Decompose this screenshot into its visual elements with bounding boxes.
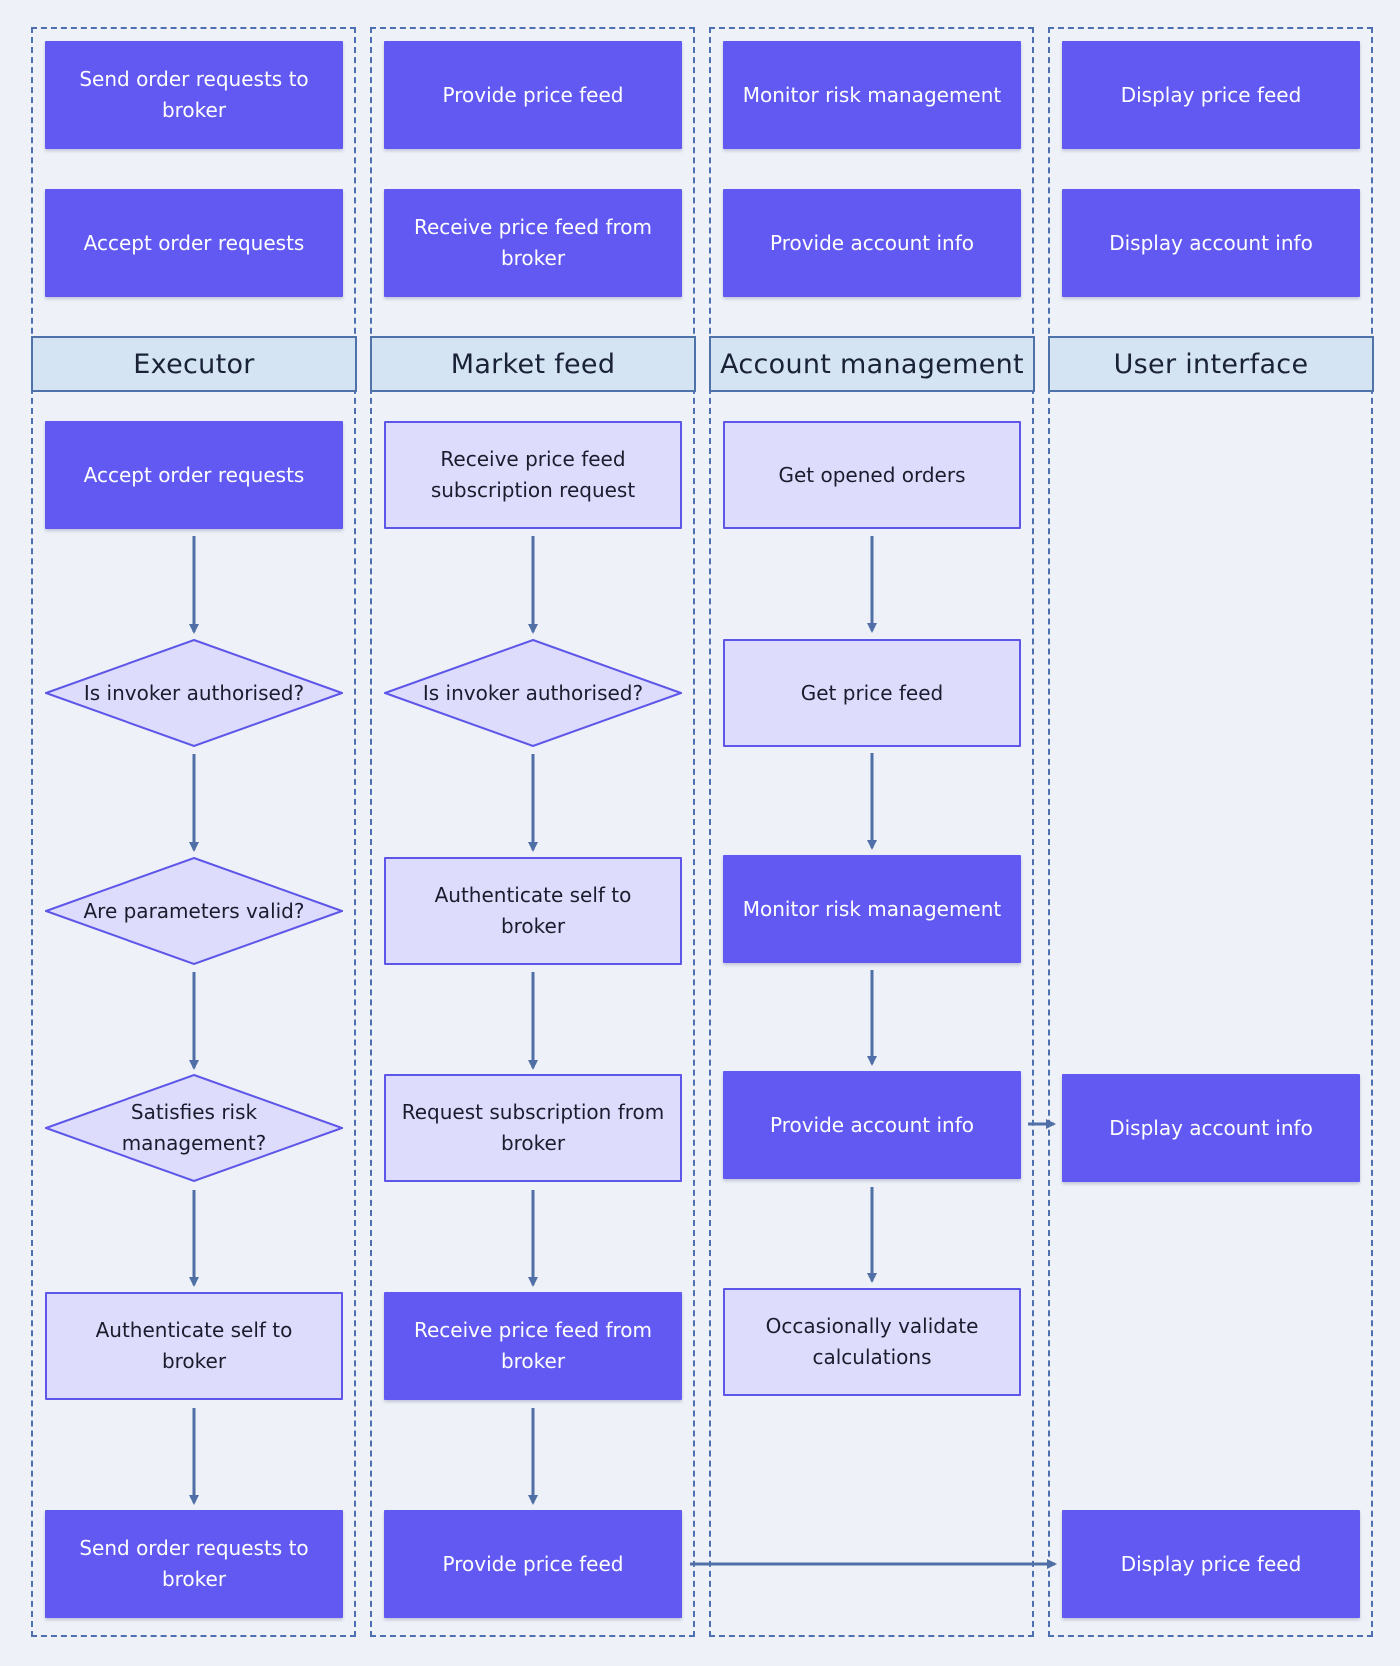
node-label: Display account info xyxy=(1109,230,1313,255)
node-ui-legend-display-price[interactable]: Display price feed xyxy=(1062,41,1360,149)
lane-header-executor: Executor xyxy=(31,336,357,392)
node-label: Send order requests to broker xyxy=(79,1536,309,1591)
diamond-shape xyxy=(45,857,343,965)
lane-header-account-management: Account management xyxy=(709,336,1035,392)
lane-executor xyxy=(31,27,356,1637)
node-label: Provide account info xyxy=(769,230,975,255)
lane-header-market-feed: Market feed xyxy=(370,336,696,392)
decision-market-authorised[interactable]: Is invoker authorised? xyxy=(384,639,682,747)
node-account-monitor[interactable]: Monitor risk management xyxy=(723,855,1021,963)
lane-user-interface xyxy=(1048,27,1373,1637)
node-market-legend-receive[interactable]: Receive price feed from broker xyxy=(384,189,682,297)
decision-executor-params[interactable]: Are parameters valid? xyxy=(45,857,343,965)
node-market-receive[interactable]: Receive price feed from broker xyxy=(384,1292,682,1400)
node-label: Provide price feed xyxy=(442,1551,624,1576)
diamond-shape xyxy=(45,1074,343,1182)
node-account-validate[interactable]: Occasionally validate calculations xyxy=(723,1288,1021,1396)
node-label: Satisfies risk management? xyxy=(121,1100,267,1155)
node-executor-auth-broker[interactable]: Authenticate self to broker xyxy=(45,1292,343,1400)
node-label: Send order requests to broker xyxy=(79,67,309,122)
diamond-shape xyxy=(45,639,343,747)
node-label: Authenticate self to broker xyxy=(95,1318,293,1373)
node-label: Get opened orders xyxy=(778,462,966,487)
node-executor-legend-send[interactable]: Send order requests to broker xyxy=(45,41,343,149)
node-label: Get price feed xyxy=(800,680,944,705)
node-ui-display-account[interactable]: Display account info xyxy=(1062,1074,1360,1182)
node-market-subscription-request[interactable]: Receive price feed subscription request xyxy=(384,421,682,529)
node-label: Monitor risk management xyxy=(742,896,1002,921)
node-ui-legend-display-account[interactable]: Display account info xyxy=(1062,189,1360,297)
node-label: Receive price feed from broker xyxy=(413,1318,653,1373)
node-label: Is invoker authorised? xyxy=(83,680,305,705)
node-label: Display price feed xyxy=(1120,82,1302,107)
node-account-price-feed[interactable]: Get price feed xyxy=(723,639,1021,747)
node-market-legend-provide[interactable]: Provide price feed xyxy=(384,41,682,149)
node-market-provide[interactable]: Provide price feed xyxy=(384,1510,682,1618)
node-label: Accept order requests xyxy=(83,230,305,255)
node-executor-send[interactable]: Send order requests to broker xyxy=(45,1510,343,1618)
node-label: Display account info xyxy=(1109,1115,1313,1140)
lane-account-management xyxy=(709,27,1034,1637)
node-label: Display price feed xyxy=(1120,1551,1302,1576)
node-label: Monitor risk management xyxy=(742,82,1002,107)
lane-market-feed xyxy=(370,27,695,1637)
node-account-legend-provide[interactable]: Provide account info xyxy=(723,189,1021,297)
node-label: Provide price feed xyxy=(442,82,624,107)
diamond-shape xyxy=(384,639,682,747)
node-account-provide[interactable]: Provide account info xyxy=(723,1071,1021,1179)
node-label: Accept order requests xyxy=(83,462,305,487)
node-label: Authenticate self to broker xyxy=(434,883,632,938)
decision-executor-authorised[interactable]: Is invoker authorised? xyxy=(45,639,343,747)
node-label: Receive price feed subscription request xyxy=(430,447,636,502)
node-label: Receive price feed from broker xyxy=(413,215,653,270)
node-account-opened-orders[interactable]: Get opened orders xyxy=(723,421,1021,529)
node-label: Provide account info xyxy=(769,1112,975,1137)
node-label: Occasionally validate calculations xyxy=(765,1314,979,1369)
node-executor-legend-accept[interactable]: Accept order requests xyxy=(45,189,343,297)
node-account-legend-monitor[interactable]: Monitor risk management xyxy=(723,41,1021,149)
node-executor-accept[interactable]: Accept order requests xyxy=(45,421,343,529)
node-market-auth-broker[interactable]: Authenticate self to broker xyxy=(384,857,682,965)
node-ui-display-price[interactable]: Display price feed xyxy=(1062,1510,1360,1618)
decision-executor-risk[interactable]: Satisfies risk management? xyxy=(45,1074,343,1182)
lane-header-user-interface: User interface xyxy=(1048,336,1374,392)
node-label: Request subscription from broker xyxy=(401,1100,665,1155)
node-label: Is invoker authorised? xyxy=(422,680,644,705)
node-market-request-subscription[interactable]: Request subscription from broker xyxy=(384,1074,682,1182)
node-label: Are parameters valid? xyxy=(83,898,305,923)
